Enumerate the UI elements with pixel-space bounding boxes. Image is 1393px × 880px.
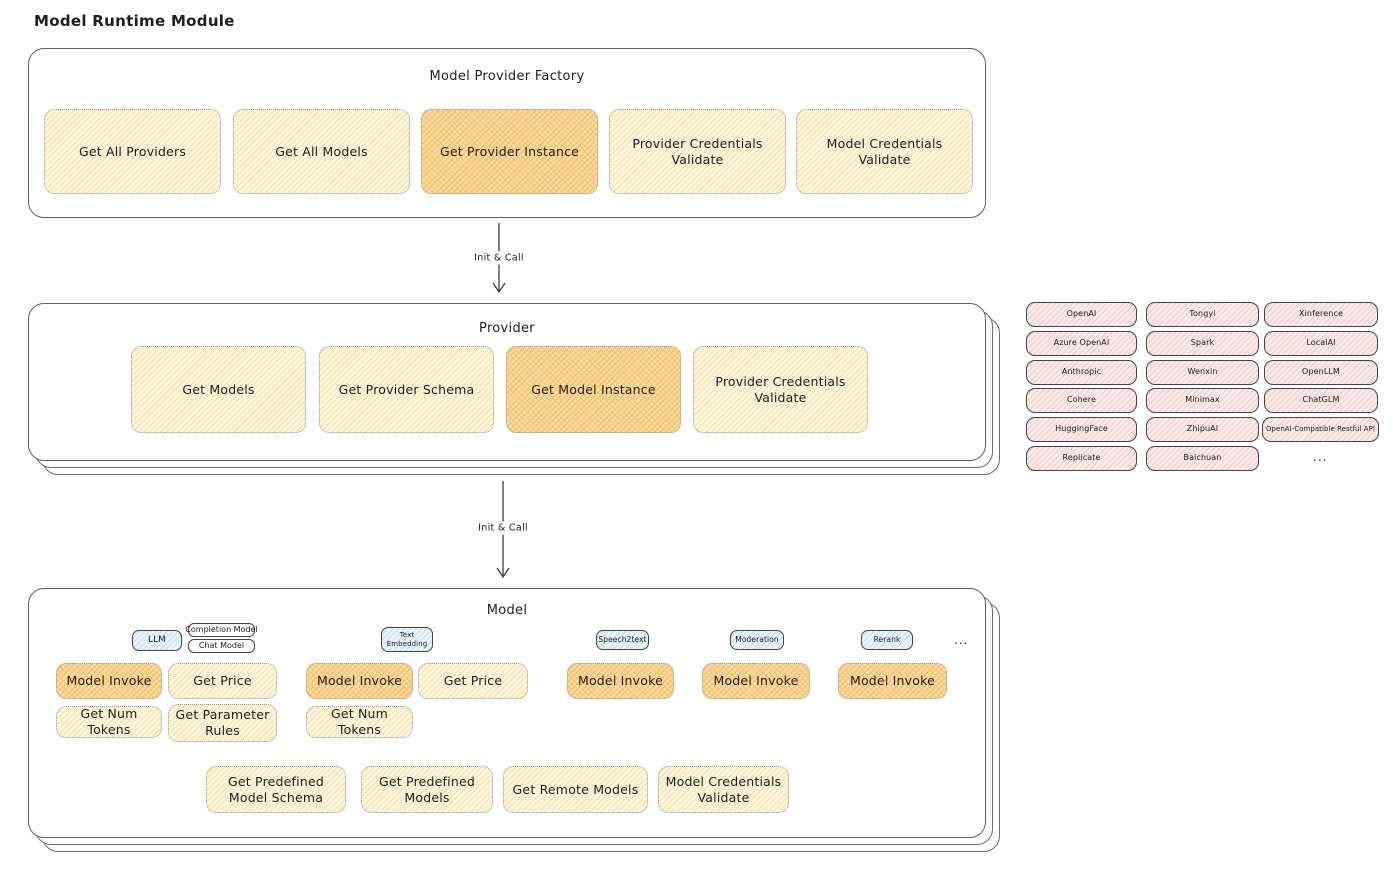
factory-box-provider-credentials-validate: Provider Credentials Validate xyxy=(609,109,786,194)
provider-chip-openai-compatible: OpenAI-Compatible Restful API xyxy=(1262,417,1379,442)
arrow-label-init-call-1: Init & Call xyxy=(469,251,529,265)
provider-chip-localai: LocalAI xyxy=(1264,331,1378,356)
get-predefined-model-schema-box: Get Predefined Model Schema xyxy=(206,766,346,813)
provider-chip-azure-openai: Azure OpenAI xyxy=(1026,331,1137,356)
provider-chip-replicate: Replicate xyxy=(1026,446,1137,471)
provider-chip-tongyi: Tongyi xyxy=(1146,302,1259,327)
rerank-model-invoke-box: Model Invoke xyxy=(838,663,947,699)
factory-title: Model Provider Factory xyxy=(429,69,585,84)
llm-get-num-tokens-box: Get Num Tokens xyxy=(56,706,162,738)
provider-box-get-models: Get Models xyxy=(131,346,306,433)
provider-panel: Provider Get Models Get Provider Schema … xyxy=(28,303,986,461)
provider-chip-huggingface: HuggingFace xyxy=(1026,417,1137,442)
model-type-tag-text-embedding: Text Embedding xyxy=(381,627,433,652)
model-credentials-validate-box: Model Credentials Validate xyxy=(658,766,789,813)
provider-chip-xinference: Xinference xyxy=(1264,302,1378,327)
provider-title: Provider xyxy=(479,321,535,336)
factory-panel: Model Provider Factory Get All Providers… xyxy=(28,48,986,218)
provider-box-provider-credentials-validate: Provider Credentials Validate xyxy=(693,346,868,433)
model-title: Model xyxy=(486,603,528,618)
model-types-ellipsis: ... xyxy=(954,633,969,647)
factory-box-get-all-models: Get All Models xyxy=(233,109,410,194)
provider-chip-wenxin: Wenxin xyxy=(1146,360,1259,385)
model-type-tag-chat-model: Chat Model xyxy=(188,639,255,653)
provider-chip-cohere: Cohere xyxy=(1026,388,1137,413)
model-type-tag-moderation: Moderation xyxy=(730,630,784,650)
get-remote-models-box: Get Remote Models xyxy=(503,766,648,813)
model-type-tag-completion-model: Completion Model xyxy=(185,623,258,637)
model-type-tag-rerank: Rerank xyxy=(861,630,913,650)
model-type-tag-llm: LLM xyxy=(132,630,182,651)
speech2text-model-invoke-box: Model Invoke xyxy=(567,663,674,699)
model-panel: Model LLM Completion Model Chat Model Te… xyxy=(28,588,986,838)
moderation-model-invoke-box: Model Invoke xyxy=(702,663,810,699)
text-embedding-get-num-tokens-box: Get Num Tokens xyxy=(306,706,413,738)
provider-chip-baichuan: Baichuan xyxy=(1146,446,1259,471)
llm-get-parameter-rules-box: Get Parameter Rules xyxy=(168,704,277,742)
factory-box-get-provider-instance: Get Provider Instance xyxy=(421,109,598,194)
factory-box-get-all-providers: Get All Providers xyxy=(44,109,221,194)
factory-box-model-credentials-validate: Model Credentials Validate xyxy=(796,109,973,194)
provider-chip-spark: Spark xyxy=(1146,331,1259,356)
provider-box-get-model-instance: Get Model Instance xyxy=(506,346,681,433)
provider-chip-chatglm: ChatGLM xyxy=(1264,388,1378,413)
model-type-tag-speech2text: Speech2text xyxy=(596,630,649,650)
provider-chip-openai: OpenAI xyxy=(1026,302,1137,327)
get-predefined-models-box: Get Predefined Models xyxy=(361,766,493,813)
provider-chip-anthropic: Anthropic xyxy=(1026,360,1137,385)
provider-chip-openllm: OpenLLM xyxy=(1264,360,1378,385)
llm-get-price-box: Get Price xyxy=(168,663,277,699)
providers-ellipsis: ... xyxy=(1313,450,1328,464)
provider-box-get-provider-schema: Get Provider Schema xyxy=(319,346,494,433)
arrow-label-init-call-2: Init & Call xyxy=(473,521,533,535)
text-embedding-get-price-box: Get Price xyxy=(418,663,528,699)
llm-model-invoke-box: Model Invoke xyxy=(56,663,162,699)
page-title: Model Runtime Module xyxy=(34,12,235,30)
text-embedding-model-invoke-box: Model Invoke xyxy=(306,663,413,699)
provider-chip-zhipuai: ZhipuAI xyxy=(1146,417,1259,442)
provider-chip-minimax: Minimax xyxy=(1146,388,1259,413)
